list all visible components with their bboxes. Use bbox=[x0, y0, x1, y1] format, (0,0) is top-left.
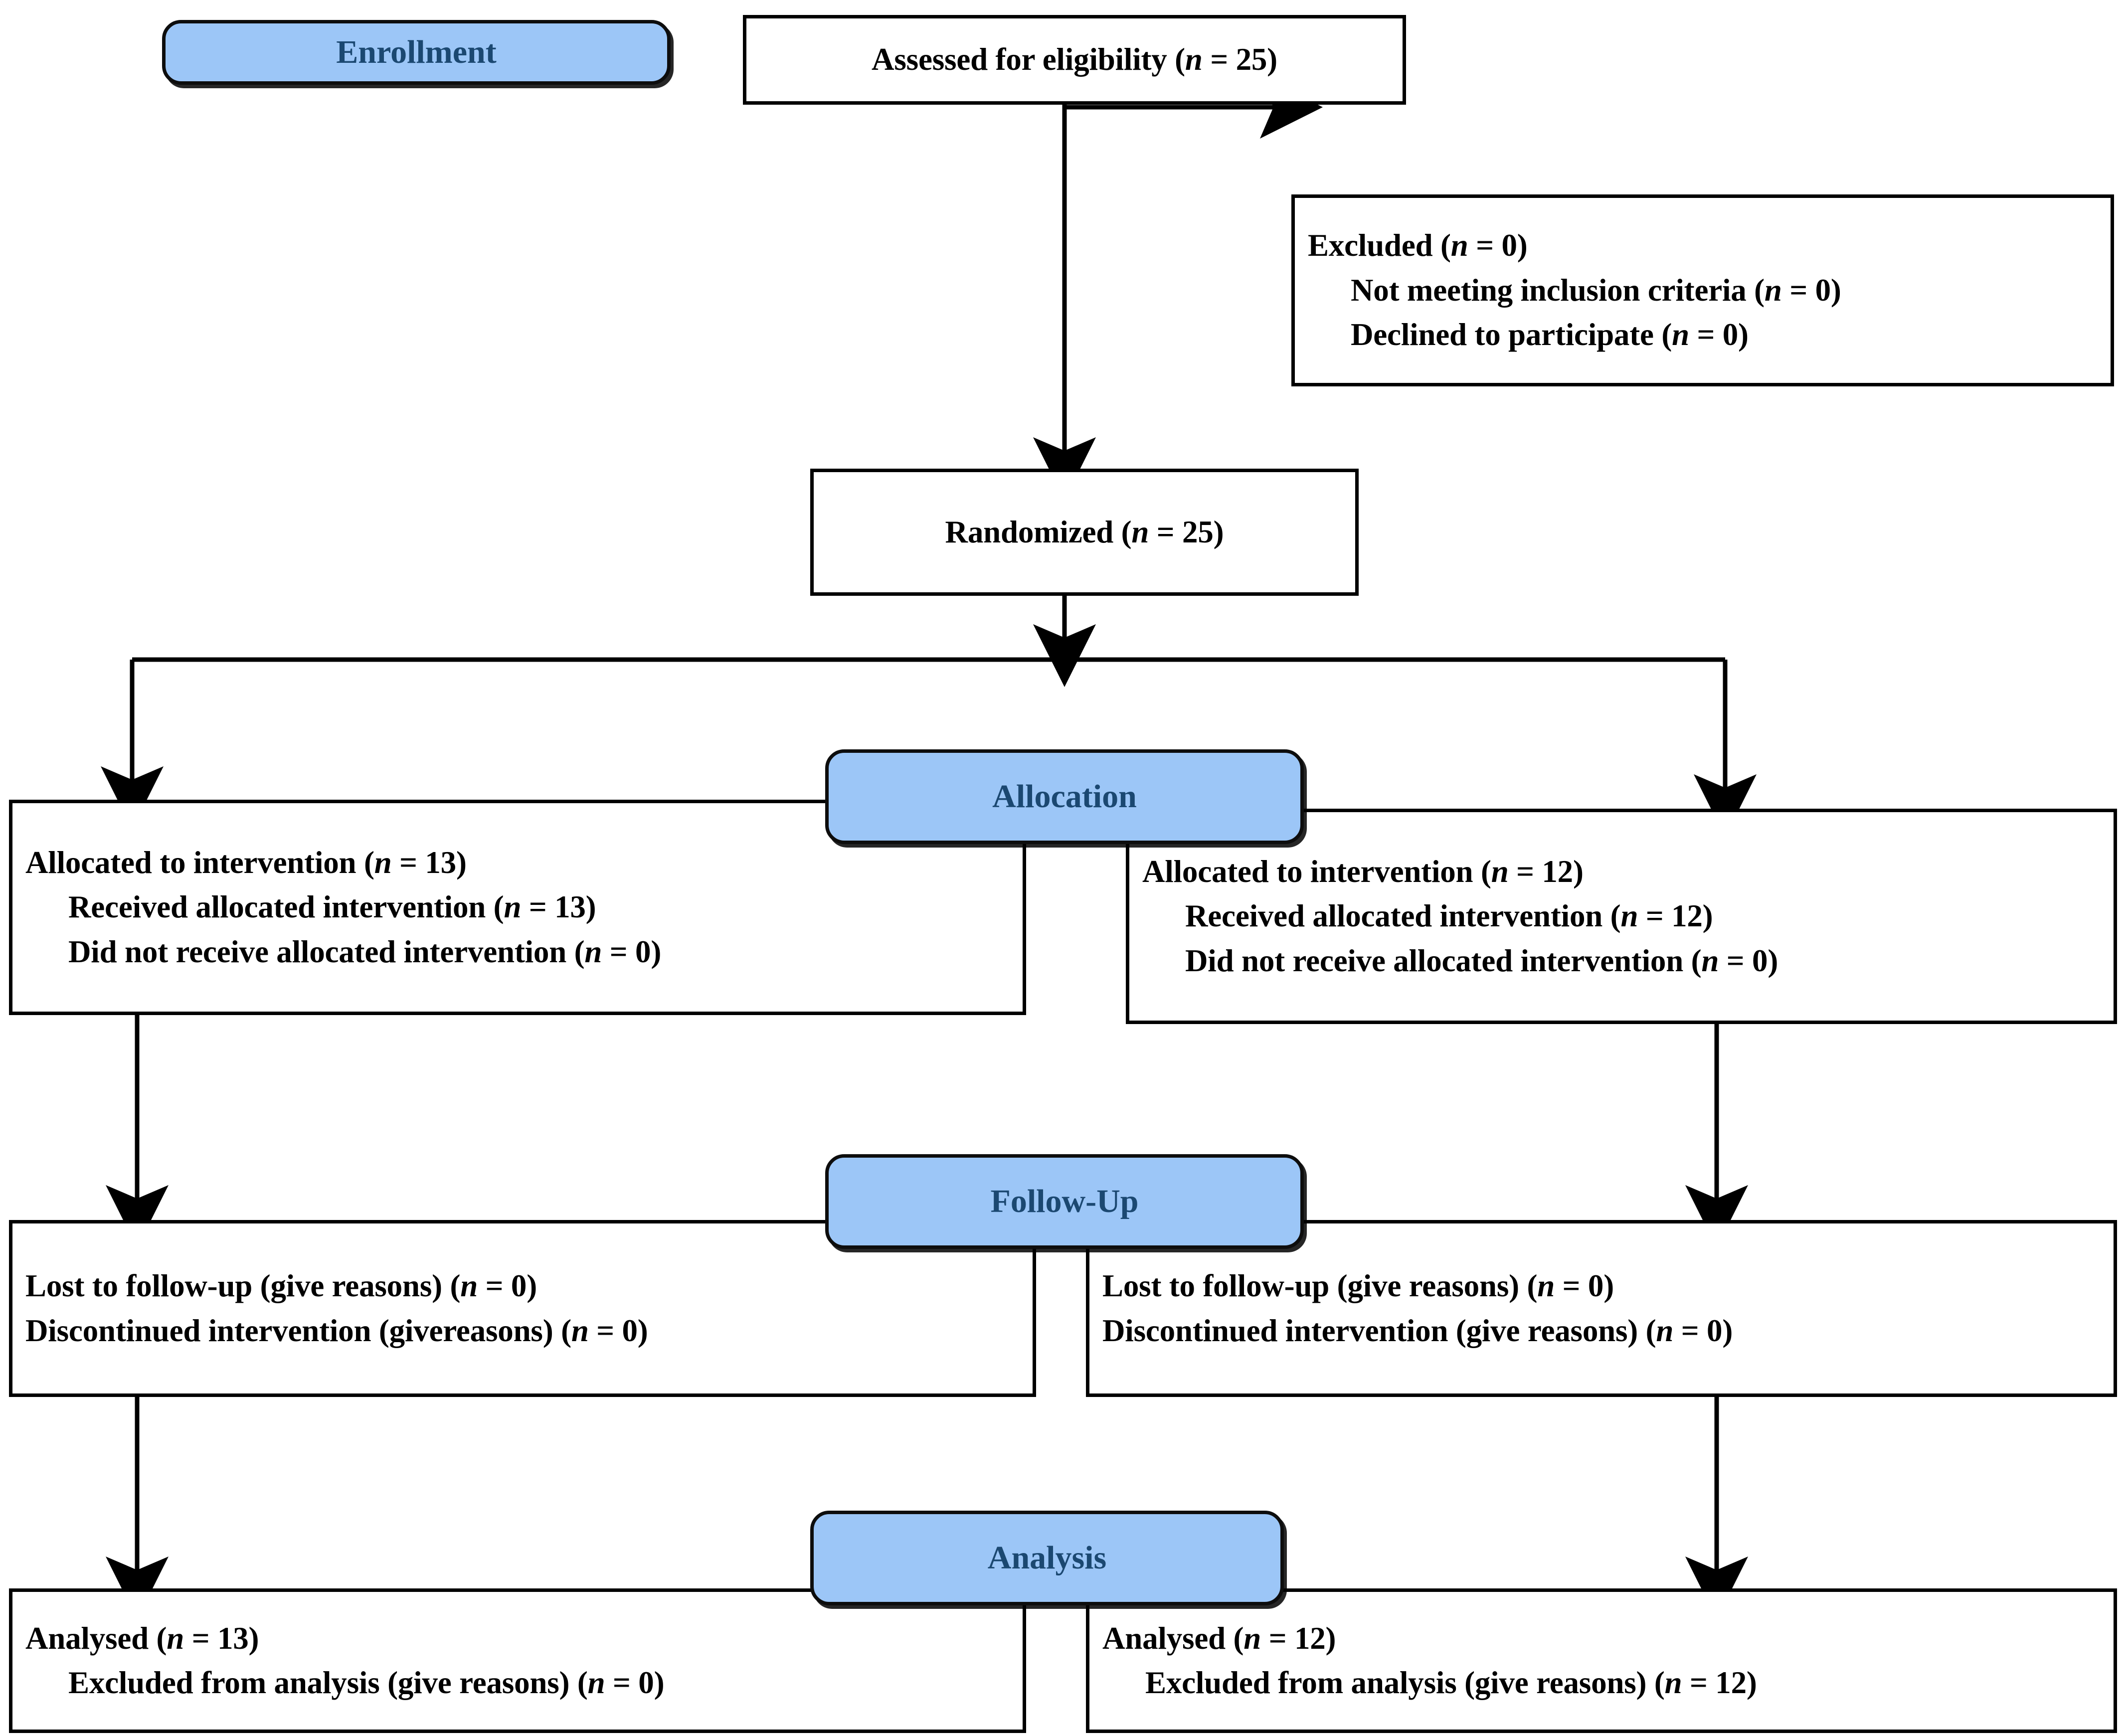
randomized-text: Randomized (n = 25) bbox=[945, 514, 1224, 549]
allocation-left-title: Allocated to intervention (n = 13) bbox=[25, 845, 467, 880]
box-randomized: Randomized (n = 25) bbox=[810, 469, 1359, 596]
allocation-left-received: Received allocated intervention (n = 13) bbox=[68, 889, 596, 925]
assessed-text: Assessed for eligibility (n = 25) bbox=[872, 42, 1277, 77]
followup-right-discontinued: Discontinued intervention (give reasons)… bbox=[1102, 1313, 1733, 1348]
box-followup-right: Lost to follow-up (give reasons) (n = 0)… bbox=[1086, 1220, 2117, 1397]
box-analysis-left: Analysed (n = 13) Excluded from analysis… bbox=[9, 1588, 1026, 1733]
analysis-right-analysed: Analysed (n = 12) bbox=[1102, 1620, 1336, 1656]
stage-badge-analysis: Analysis bbox=[810, 1511, 1284, 1605]
analysis-left-analysed: Analysed (n = 13) bbox=[25, 1620, 259, 1656]
stage-label-allocation: Allocation bbox=[992, 778, 1137, 815]
allocation-right-not-received: Did not receive allocated intervention (… bbox=[1185, 943, 1778, 978]
box-excluded: Excluded (n = 0) Not meeting inclusion c… bbox=[1291, 194, 2114, 386]
stage-badge-allocation: Allocation bbox=[825, 749, 1304, 844]
allocation-right-title: Allocated to intervention (n = 12) bbox=[1142, 854, 1584, 889]
excluded-reason-2: Declined to participate (n = 0) bbox=[1351, 317, 1749, 352]
stage-label-enrollment: Enrollment bbox=[336, 34, 497, 70]
box-allocation-right: Allocated to intervention (n = 12) Recei… bbox=[1126, 809, 2117, 1024]
allocation-left-not-received: Did not receive allocated intervention (… bbox=[68, 934, 662, 969]
stage-badge-followup: Follow-Up bbox=[825, 1154, 1304, 1249]
stage-label-analysis: Analysis bbox=[987, 1540, 1107, 1576]
box-followup-left: Lost to follow-up (give reasons) (n = 0)… bbox=[9, 1220, 1036, 1397]
excluded-title: Excluded (n = 0) bbox=[1308, 228, 1528, 263]
followup-left-discontinued: Discontinued intervention (givereasons) … bbox=[25, 1313, 648, 1348]
box-assessed-for-eligibility: Assessed for eligibility (n = 25) bbox=[743, 15, 1406, 105]
excluded-reason-1: Not meeting inclusion criteria (n = 0) bbox=[1351, 272, 1841, 308]
analysis-left-excluded: Excluded from analysis (give reasons) (n… bbox=[68, 1665, 665, 1700]
stage-label-followup: Follow-Up bbox=[990, 1183, 1139, 1219]
followup-left-lost: Lost to follow-up (give reasons) (n = 0) bbox=[25, 1268, 537, 1304]
stage-badge-enrollment: Enrollment bbox=[162, 20, 671, 85]
analysis-right-excluded: Excluded from analysis (give reasons) (n… bbox=[1145, 1665, 1757, 1700]
followup-right-lost: Lost to follow-up (give reasons) (n = 0) bbox=[1102, 1268, 1614, 1304]
allocation-right-received: Received allocated intervention (n = 12) bbox=[1185, 898, 1713, 934]
box-analysis-right: Analysed (n = 12) Excluded from analysis… bbox=[1086, 1588, 2117, 1733]
